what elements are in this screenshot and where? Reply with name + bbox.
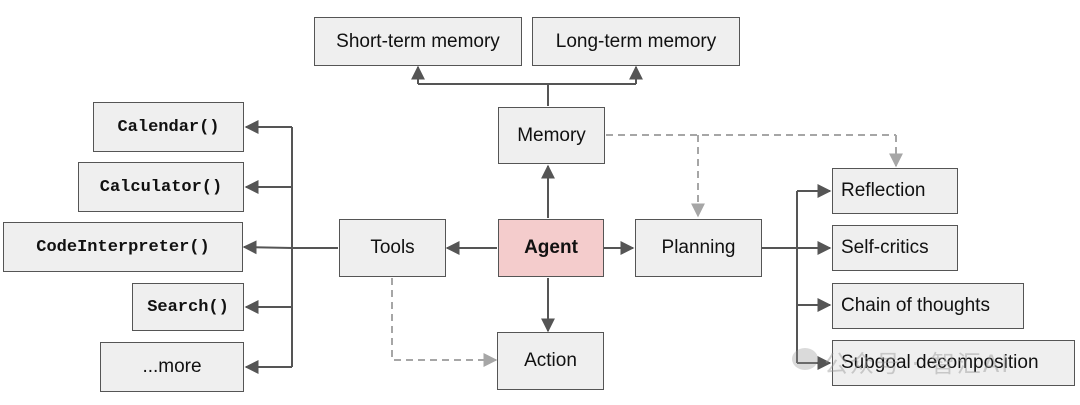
long-term-memory-box: Long-term memory [532, 17, 740, 66]
self-critics-box: Self-critics [832, 225, 958, 271]
chain-of-thoughts-box: Chain of thoughts [832, 283, 1024, 329]
calendar-tool-box: Calendar() [93, 102, 244, 152]
calculator-tool-box: Calculator() [78, 162, 244, 212]
watermark-wechat-icon [792, 348, 818, 370]
short-term-memory-box: Short-term memory [314, 17, 522, 66]
agent-box: Agent [498, 219, 604, 277]
subgoal-decomposition-box: Subgoal decomposition [832, 340, 1075, 386]
more-tools-box: ...more [100, 342, 244, 392]
arrow-to-code-interpreter [242, 240, 293, 255]
reflection-box: Reflection [832, 168, 958, 214]
planning-box: Planning [635, 219, 762, 277]
memory-box: Memory [498, 107, 605, 164]
search-tool-box: Search() [132, 283, 244, 331]
tools-box: Tools [339, 219, 446, 277]
dashed-arrow-tools-to-action [391, 278, 498, 367]
action-box: Action [497, 332, 604, 390]
code-interpreter-tool-box: CodeInterpreter() [3, 222, 243, 272]
watermark-text: 公众号 · 智汇AI [824, 350, 1011, 378]
